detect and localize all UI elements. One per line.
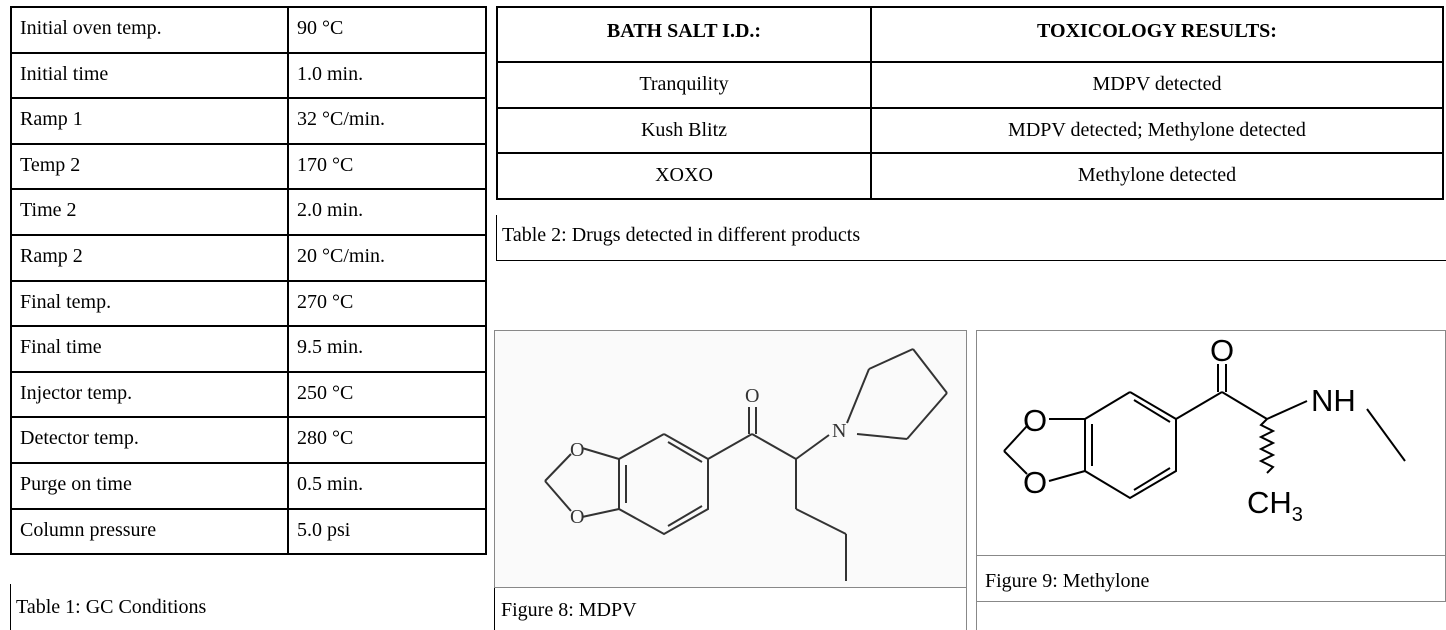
- methylone-bonds: [1003, 364, 1406, 500]
- parameter-cell: Injector temp.: [10, 370, 289, 419]
- mdpv-nitrogen: N: [832, 420, 846, 442]
- value-cell: 0.5 min.: [287, 461, 487, 510]
- parameter-cell: Final temp.: [10, 279, 289, 328]
- parameter-cell: Detector temp.: [10, 416, 289, 464]
- table-row: Injector temp.250 °C: [10, 370, 487, 419]
- figure9-caption-border: [976, 602, 977, 630]
- methylone-methyl-subscript: 3: [1292, 504, 1303, 526]
- parameter-cell: Initial oven temp.: [10, 6, 289, 54]
- parameter-cell: Ramp 2: [10, 233, 289, 282]
- bath-salt-id-cell: Tranquility: [496, 61, 872, 109]
- methylone-oxygen-carbonyl: O: [1210, 333, 1234, 368]
- parameter-cell: Column pressure: [10, 507, 289, 556]
- parameter-cell: Temp 2: [10, 142, 289, 191]
- value-cell: 90 °C: [287, 6, 487, 54]
- methylone-amine: NH: [1311, 383, 1356, 418]
- toxicology-result-cell: Methylone detected: [870, 152, 1444, 200]
- bath-salt-id-cell: Kush Blitz: [496, 106, 872, 154]
- methylone-oxygen-ring-1: O: [1023, 403, 1047, 438]
- mdpv-atom-labels: O O O N: [570, 385, 846, 528]
- methylone-methyl-ch: CH: [1247, 485, 1292, 520]
- figure9-caption: Figure 9: Methylone: [976, 556, 1446, 602]
- toxicology-result-cell: MDPV detected: [870, 61, 1444, 109]
- value-cell: 1.0 min.: [287, 51, 487, 100]
- mdpv-oxygen-carbonyl: O: [745, 385, 759, 407]
- mdpv-structure-diagram: O O O N: [544, 348, 948, 581]
- header-bath-salt-id: BATH SALT I.D.:: [496, 6, 872, 63]
- table2-caption: Table 2: Drugs detected in different pro…: [496, 215, 1446, 261]
- parameter-cell: Initial time: [10, 51, 289, 100]
- value-cell: 250 °C: [287, 370, 487, 419]
- value-cell: 2.0 min.: [287, 188, 487, 236]
- value-cell: 20 °C/min.: [287, 233, 487, 282]
- value-cell: 280 °C: [287, 416, 487, 464]
- mdpv-oxygen-ring-1: O: [570, 439, 584, 461]
- figure8-mdpv-structure: O O O N: [494, 330, 967, 588]
- table-header-row: BATH SALT I.D.: TOXICOLOGY RESULTS:: [496, 6, 1444, 63]
- figure9-methylone-structure: O O O NH CH3: [976, 330, 1446, 556]
- table-row: Final temp.270 °C: [10, 279, 487, 328]
- value-cell: 9.5 min.: [287, 325, 487, 373]
- toxicology-table: BATH SALT I.D.: TOXICOLOGY RESULTS: Tran…: [496, 6, 1444, 200]
- parameter-cell: Ramp 1: [10, 97, 289, 145]
- value-cell: 170 °C: [287, 142, 487, 191]
- methylone-methyl: CH3: [1247, 485, 1303, 526]
- table-row: Detector temp.280 °C: [10, 416, 487, 464]
- value-cell: 270 °C: [287, 279, 487, 328]
- value-cell: 5.0 psi: [287, 507, 487, 556]
- figure8-caption: Figure 8: MDPV: [494, 588, 967, 630]
- value-cell: 32 °C/min.: [287, 97, 487, 145]
- header-toxicology-results: TOXICOLOGY RESULTS:: [870, 6, 1444, 63]
- toxicology-result-cell: MDPV detected; Methylone detected: [870, 106, 1444, 154]
- parameter-cell: Final time: [10, 325, 289, 373]
- table-row: Initial oven temp.90 °C: [10, 6, 487, 54]
- bath-salt-id-cell: XOXO: [496, 152, 872, 200]
- methylone-structure-diagram: O O O NH CH3: [1003, 333, 1406, 526]
- parameter-cell: Purge on time: [10, 461, 289, 510]
- mdpv-bonds: [544, 348, 948, 581]
- methylone-atom-labels: O O O NH CH3: [1023, 333, 1356, 526]
- methylone-oxygen-ring-2: O: [1023, 465, 1047, 500]
- mdpv-oxygen-ring-2: O: [570, 506, 584, 528]
- table1-caption: Table 1: GC Conditions: [10, 584, 485, 630]
- parameter-cell: Time 2: [10, 188, 289, 236]
